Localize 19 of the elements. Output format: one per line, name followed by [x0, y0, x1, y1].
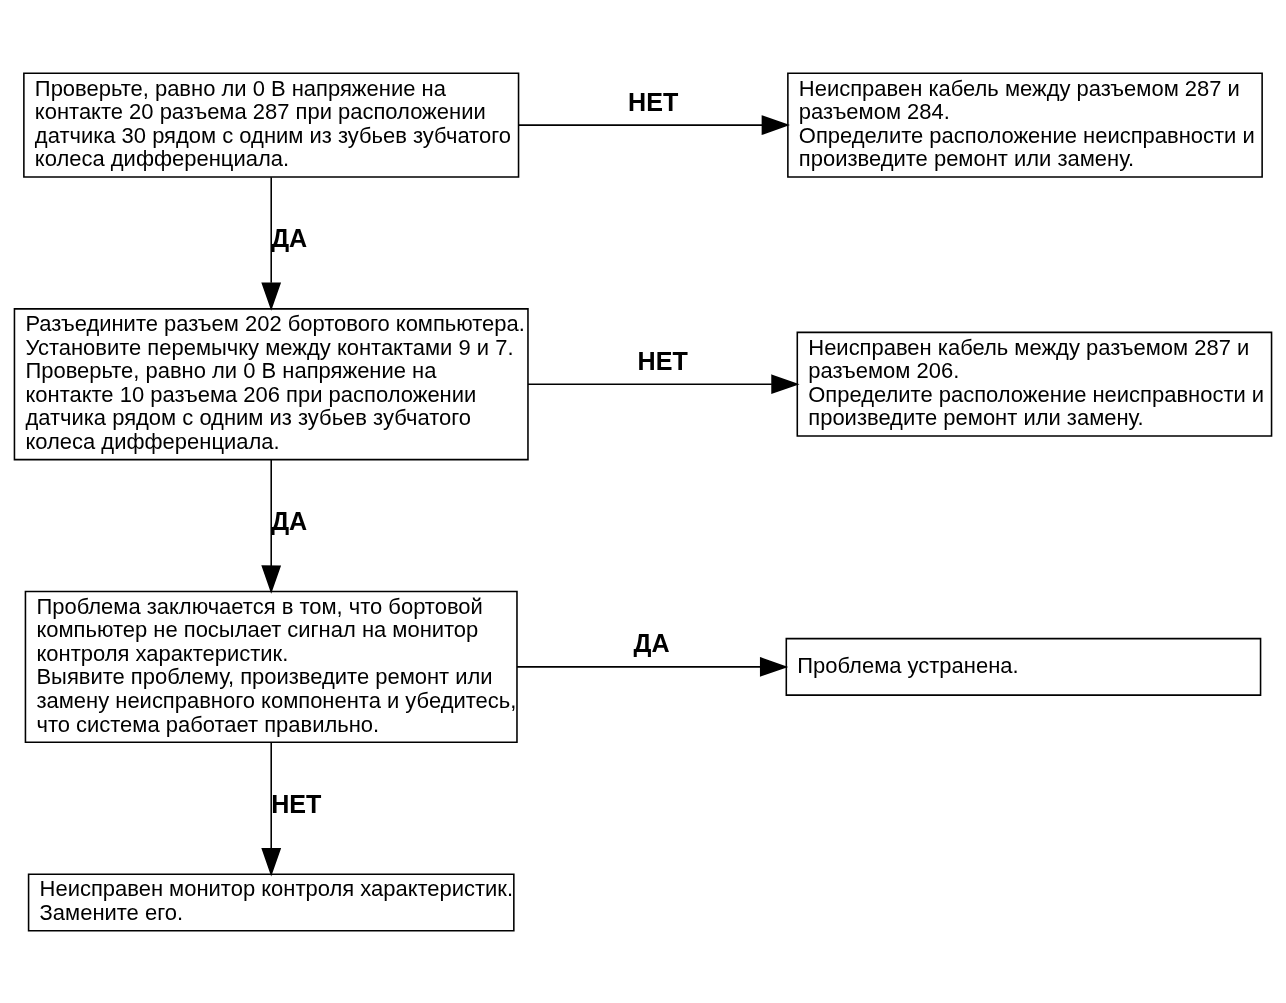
edge-label: НЕТ	[637, 346, 688, 375]
edge-label: ДА	[271, 223, 308, 252]
node-box: Неисправен кабель между разъемом 287 и разъемом 206. Определите расположение неисправности и произведите ремонт или замену.	[796, 331, 1273, 437]
node-box: Неисправен монитор контроля характеристик. Замените его.	[27, 872, 515, 931]
node-box: Проблема устранена.	[785, 637, 1262, 696]
edge-label: ДА	[271, 506, 308, 535]
arrow	[261, 741, 282, 876]
node-box: Неисправен кабель между разъемом 287 и разъемом 284. Определите расположение неисправности и произведите ремонт или замену.	[787, 72, 1263, 178]
node-box: Проблема заключается в том, что бортовой компьютер не посылает сигнал на монитор контроля характеристик. Выявите проблему, произведите ремонт или замену неисправного компонента и убедитесь, что система работает правильно.	[24, 590, 518, 743]
arrow	[516, 656, 789, 677]
node-box: Проверьте, равно ли 0 В напряжение на контакте 20 разъема 287 при расположении датчика 30 рядом с одним из зубьев зубчатого колеса дифференциала.	[23, 72, 520, 178]
arrow	[527, 373, 800, 394]
arrow	[261, 458, 282, 594]
edge-label: НЕТ	[271, 789, 322, 818]
edge-label: НЕТ	[628, 87, 679, 116]
node-box: Разъедините разъем 202 бортового компьютера. Установите перемычку между контактами 9 и 7. Проверьте, равно ли 0 В напряжение на контакте 10 разъема 206 при расположении датчика рядом с одним из зубьев зубчатого колеса дифференциала.	[13, 307, 529, 460]
arrow	[261, 175, 282, 311]
arrow	[517, 114, 790, 135]
edge-label: ДА	[633, 628, 670, 657]
